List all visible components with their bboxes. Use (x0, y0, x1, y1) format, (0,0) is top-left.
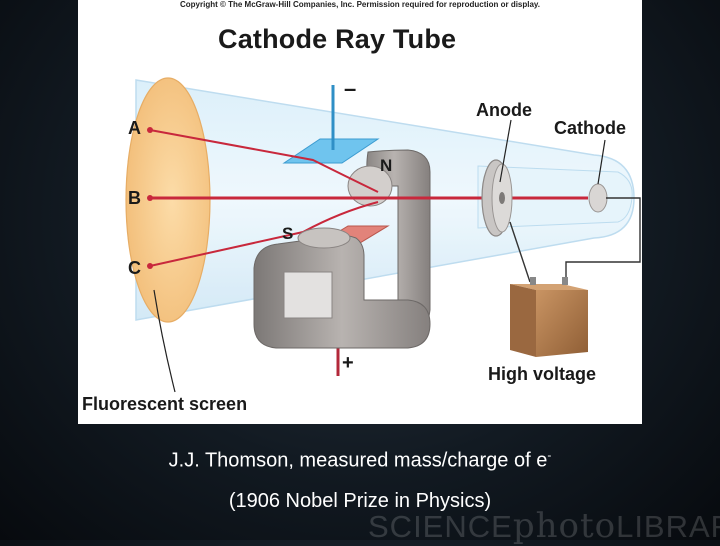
label-cathode: Cathode (554, 118, 626, 138)
top-deflection-plate (282, 138, 380, 164)
watermark: SCIENCEphotoLIBRARY (368, 506, 720, 546)
battery-side (536, 290, 588, 357)
cathode-cap (588, 183, 608, 213)
caption-line-2: (1906 Nobel Prize in Physics) (228, 490, 492, 512)
battery-terminal-left (530, 277, 536, 285)
fluorescent-screen-disc (125, 77, 211, 323)
caption-line-1: J.J. Thomson, measured mass/charge of e- (0, 448, 720, 473)
copyright-notice: Copyright © The McGraw-Hill Companies, I… (179, 0, 541, 9)
magnet-south-pole (297, 227, 351, 249)
label-c: C (128, 258, 141, 278)
label-n: N (380, 156, 393, 175)
label-high-voltage: High voltage (488, 364, 597, 384)
cathode-ray-tube-figure: Copyright © The McGraw-Hill Companies, I… (78, 0, 642, 424)
caption-superscript: - (547, 448, 552, 462)
label-anode: Anode (476, 100, 532, 120)
point-a-dot (147, 127, 153, 133)
battery-terminal-right (562, 277, 568, 285)
magnet-south-arm (253, 234, 431, 349)
label-b: B (128, 188, 141, 208)
screen-leader (153, 289, 176, 393)
magnet-inner-cutout (283, 271, 333, 319)
cathode-wire (565, 197, 641, 282)
plus-sign: + (342, 352, 354, 374)
caption-text: J.J. Thomson, measured mass/charge of e (168, 449, 548, 472)
watermark-part-3: LIBRARY (616, 509, 720, 544)
battery-front (510, 284, 536, 357)
label-fluorescent-screen: Fluorescent screen (82, 394, 248, 414)
label-a: A (128, 118, 141, 138)
diagram-title: Cathode Ray Tube (218, 24, 457, 54)
label-s: S (282, 224, 294, 243)
point-c-dot (147, 263, 153, 269)
watermark-part-2: photo (512, 506, 617, 546)
cathode-leader (597, 139, 606, 185)
magnet-north-pole (347, 165, 393, 207)
crt-illustration (125, 77, 641, 393)
anode-wire (509, 221, 531, 283)
minus-sign: – (344, 76, 357, 101)
beam-to-a (149, 129, 379, 193)
anode-hole (499, 192, 505, 204)
anode-leader (499, 119, 512, 183)
point-b-dot (147, 195, 153, 201)
watermark-part-1: SCIENCE (368, 509, 513, 544)
